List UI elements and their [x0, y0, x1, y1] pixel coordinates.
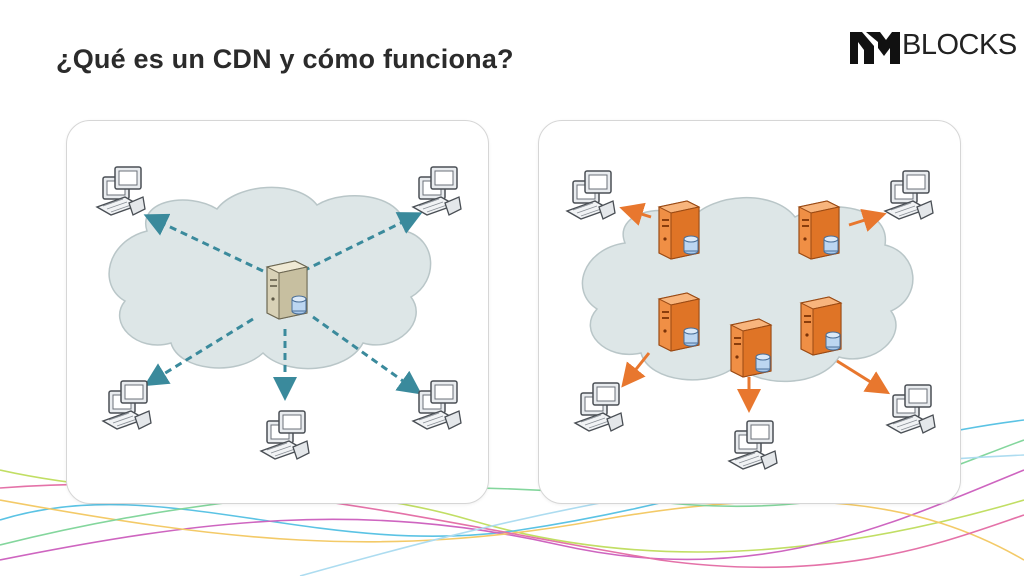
client-computer-icon [96, 166, 146, 216]
connection-line [848, 208, 887, 232]
edge-server-icon [658, 200, 700, 260]
origin-server-icon [266, 260, 308, 320]
client-computer-icon [884, 170, 934, 220]
client-computer-icon [412, 166, 462, 216]
logo-text: BLOCKS [902, 29, 1017, 61]
edge-server-icon [798, 200, 840, 260]
slide-title: ¿Qué es un CDN y cómo funciona? [56, 44, 514, 74]
client-computer-icon [728, 420, 778, 470]
diagram-single-origin [66, 120, 489, 504]
connection-line [143, 213, 264, 273]
edge-server-icon [658, 292, 700, 352]
connection-line [302, 212, 423, 273]
client-computer-icon [574, 382, 624, 432]
client-computer-icon [260, 410, 310, 460]
client-computer-icon [566, 170, 616, 220]
diagram-cdn [538, 120, 961, 504]
client-computer-icon [412, 380, 462, 430]
connection-line [312, 315, 422, 395]
connection-line [836, 359, 891, 395]
connection-line [143, 317, 254, 387]
client-computer-icon [886, 384, 936, 434]
connection-line [621, 352, 651, 388]
dm-logo-icon [850, 32, 900, 64]
edge-server-icon [800, 296, 842, 356]
edge-server-icon [730, 318, 772, 378]
client-computer-icon [102, 380, 152, 430]
connection-line [619, 202, 652, 226]
